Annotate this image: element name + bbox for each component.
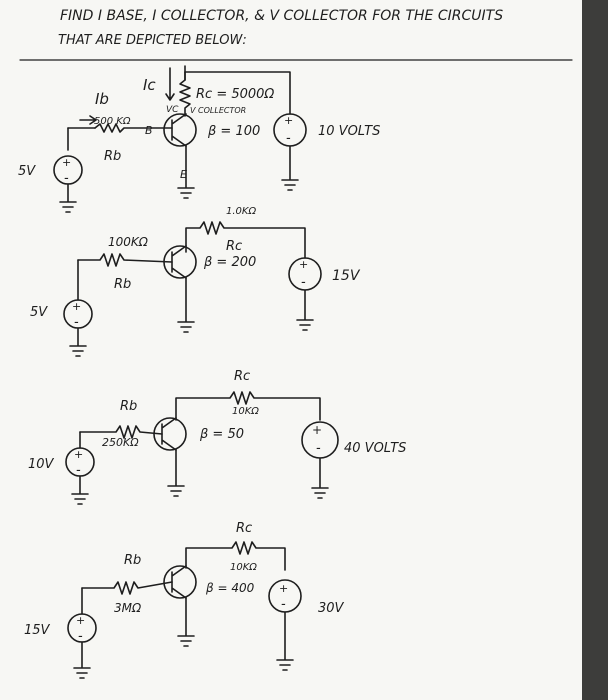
circuit-1-vcc-plus: + [284,114,293,127]
circuit-1-node-e: E [180,168,187,181]
circuit-1-rb-resistor [94,123,173,133]
circuit-2-rc-name: Rc [226,239,242,254]
circuit-4-vcc-ground [276,611,294,671]
circuit-3-vbb-minus: - [76,463,81,478]
circuit-3-vcc-label: 40 VOLTS [344,441,406,456]
circuit-3-beta: β = 50 [199,427,244,442]
circuit-2-rc-value: 1.0KΩ [226,206,256,217]
circuit-3-rc-value: 10KΩ [232,406,259,417]
circuit-3-vbb-plus: + [74,448,83,461]
circuit-1-beta: β = 100 [207,124,260,139]
circuit-2-vbb-plus: + [72,300,81,313]
circuit-2-vcc-ground [296,289,314,331]
circuit-1-ib-arrow [79,115,97,125]
circuit-2-vbb-minus: - [74,315,79,330]
circuit-2-rb-name: Rb [114,277,131,292]
circuit-4-vcc-label: 30V [318,601,345,616]
circuit-4-vbb-ground [73,641,91,679]
header-line-1: FIND I BASE, I COLLECTOR, & V COLLECTOR … [60,8,503,24]
circuit-1-vc-label: VC [166,105,179,115]
circuit-3-vcc-plus: + [312,423,322,437]
circuit-3-vbb-label: 10V [28,457,55,472]
circuit-1-rc-resistor [179,71,191,117]
worksheet-paper [0,0,582,700]
circuit-3-emitter-ground [167,449,185,497]
circuit-1-ic-label: Ic [143,76,156,94]
circuit-4-vcc-plus: + [279,582,288,595]
circuit-2-emitter-ground [177,277,195,333]
circuit-2: 100KΩ Rb 1.0KΩ Rc β = 200 15V 5V + - + - [30,206,361,357]
circuit-1-vbb-label: 5V [18,164,36,179]
circuit-4-rb-value: 3MΩ [114,601,142,615]
circuit-1: Ib Ic 500 KΩ Rb B E Rc = 5000Ω VC V COLL… [18,65,380,213]
circuit-3-vcc-ground [311,457,329,499]
circuit-2-vbb-label: 5V [30,305,48,320]
circuit-1-vcc-label: 10 VOLTS [318,124,380,139]
circuit-4-vbb-label: 15V [24,623,51,638]
circuit-2-rb-value: 100KΩ [108,235,149,249]
circuit-4-emitter-ground [177,597,195,647]
circuit-2-rc-resistor [185,221,306,259]
circuit-4-transistor [163,565,197,599]
circuit-3-rb-value: 250KΩ [102,436,139,449]
circuit-2-vcc-minus: - [301,275,306,290]
circuit-1-ib-label: Ib [95,90,109,108]
circuit-1-node-b: B [145,124,153,137]
circuit-1-vbb-minus: - [64,171,69,186]
circuit-4-rc-resistor [185,541,286,571]
circuit-2-vcc-label: 15V [332,268,361,284]
circuit-2-vbb-ground [69,327,87,357]
circuit-4-rc-name: Rc [236,521,252,536]
circuit-3-rb-resistor [79,425,163,439]
circuit-2-vcc-plus: + [299,258,308,271]
circuit-2-beta: β = 200 [203,255,256,270]
circuit-4-vbb-plus: + [76,614,85,627]
header-line-2: THAT ARE DEPICTED BELOW: [58,33,247,48]
circuit-1-top-rail [184,71,291,115]
circuit-1-vbb-ground [59,183,77,213]
circuit-1-vbb-plus: + [62,156,71,169]
circuit-2-rb-resistor [77,253,173,267]
circuit-3: Rb 250KΩ Rc 10KΩ β = 50 40 VOLTS 10V + -… [28,369,406,505]
circuit-1-vcc-minus: - [286,131,291,146]
circuit-4-rb-resistor [81,581,173,595]
circuit-1-vcollector-label: V COLLECTOR [190,106,246,115]
circuit-3-rb-name: Rb [120,399,137,414]
circuit-4-vbb-minus: - [78,629,83,644]
circuit-1-emitter-ground [177,145,195,199]
circuit-3-rc-resistor [175,391,321,421]
circuit-3-rc-name: Rc [234,369,250,384]
circuit-4: Rb 3MΩ Rc 10KΩ β = 400 30V 15V + - + - [24,521,345,679]
circuit-1-rb-value: 500 KΩ [94,116,131,127]
circuit-3-vbb-ground [71,475,89,505]
circuit-1-vcc-ground [281,145,299,191]
circuit-4-rc-value: 10KΩ [230,562,257,573]
circuit-1-ic-arrow [165,67,175,101]
circuit-4-vcc-minus: - [281,597,286,612]
circuit-1-rc-value: Rc = 5000Ω [196,87,274,102]
header: FIND I BASE, I COLLECTOR, & V COLLECTOR … [19,8,573,61]
circuit-4-beta: β = 400 [205,581,255,595]
circuit-3-vcc-minus: - [316,441,321,456]
circuit-4-rb-name: Rb [124,553,141,568]
circuit-1-transistor [163,113,197,147]
circuit-1-rb-name: Rb [104,149,121,164]
background-edge [582,0,608,700]
